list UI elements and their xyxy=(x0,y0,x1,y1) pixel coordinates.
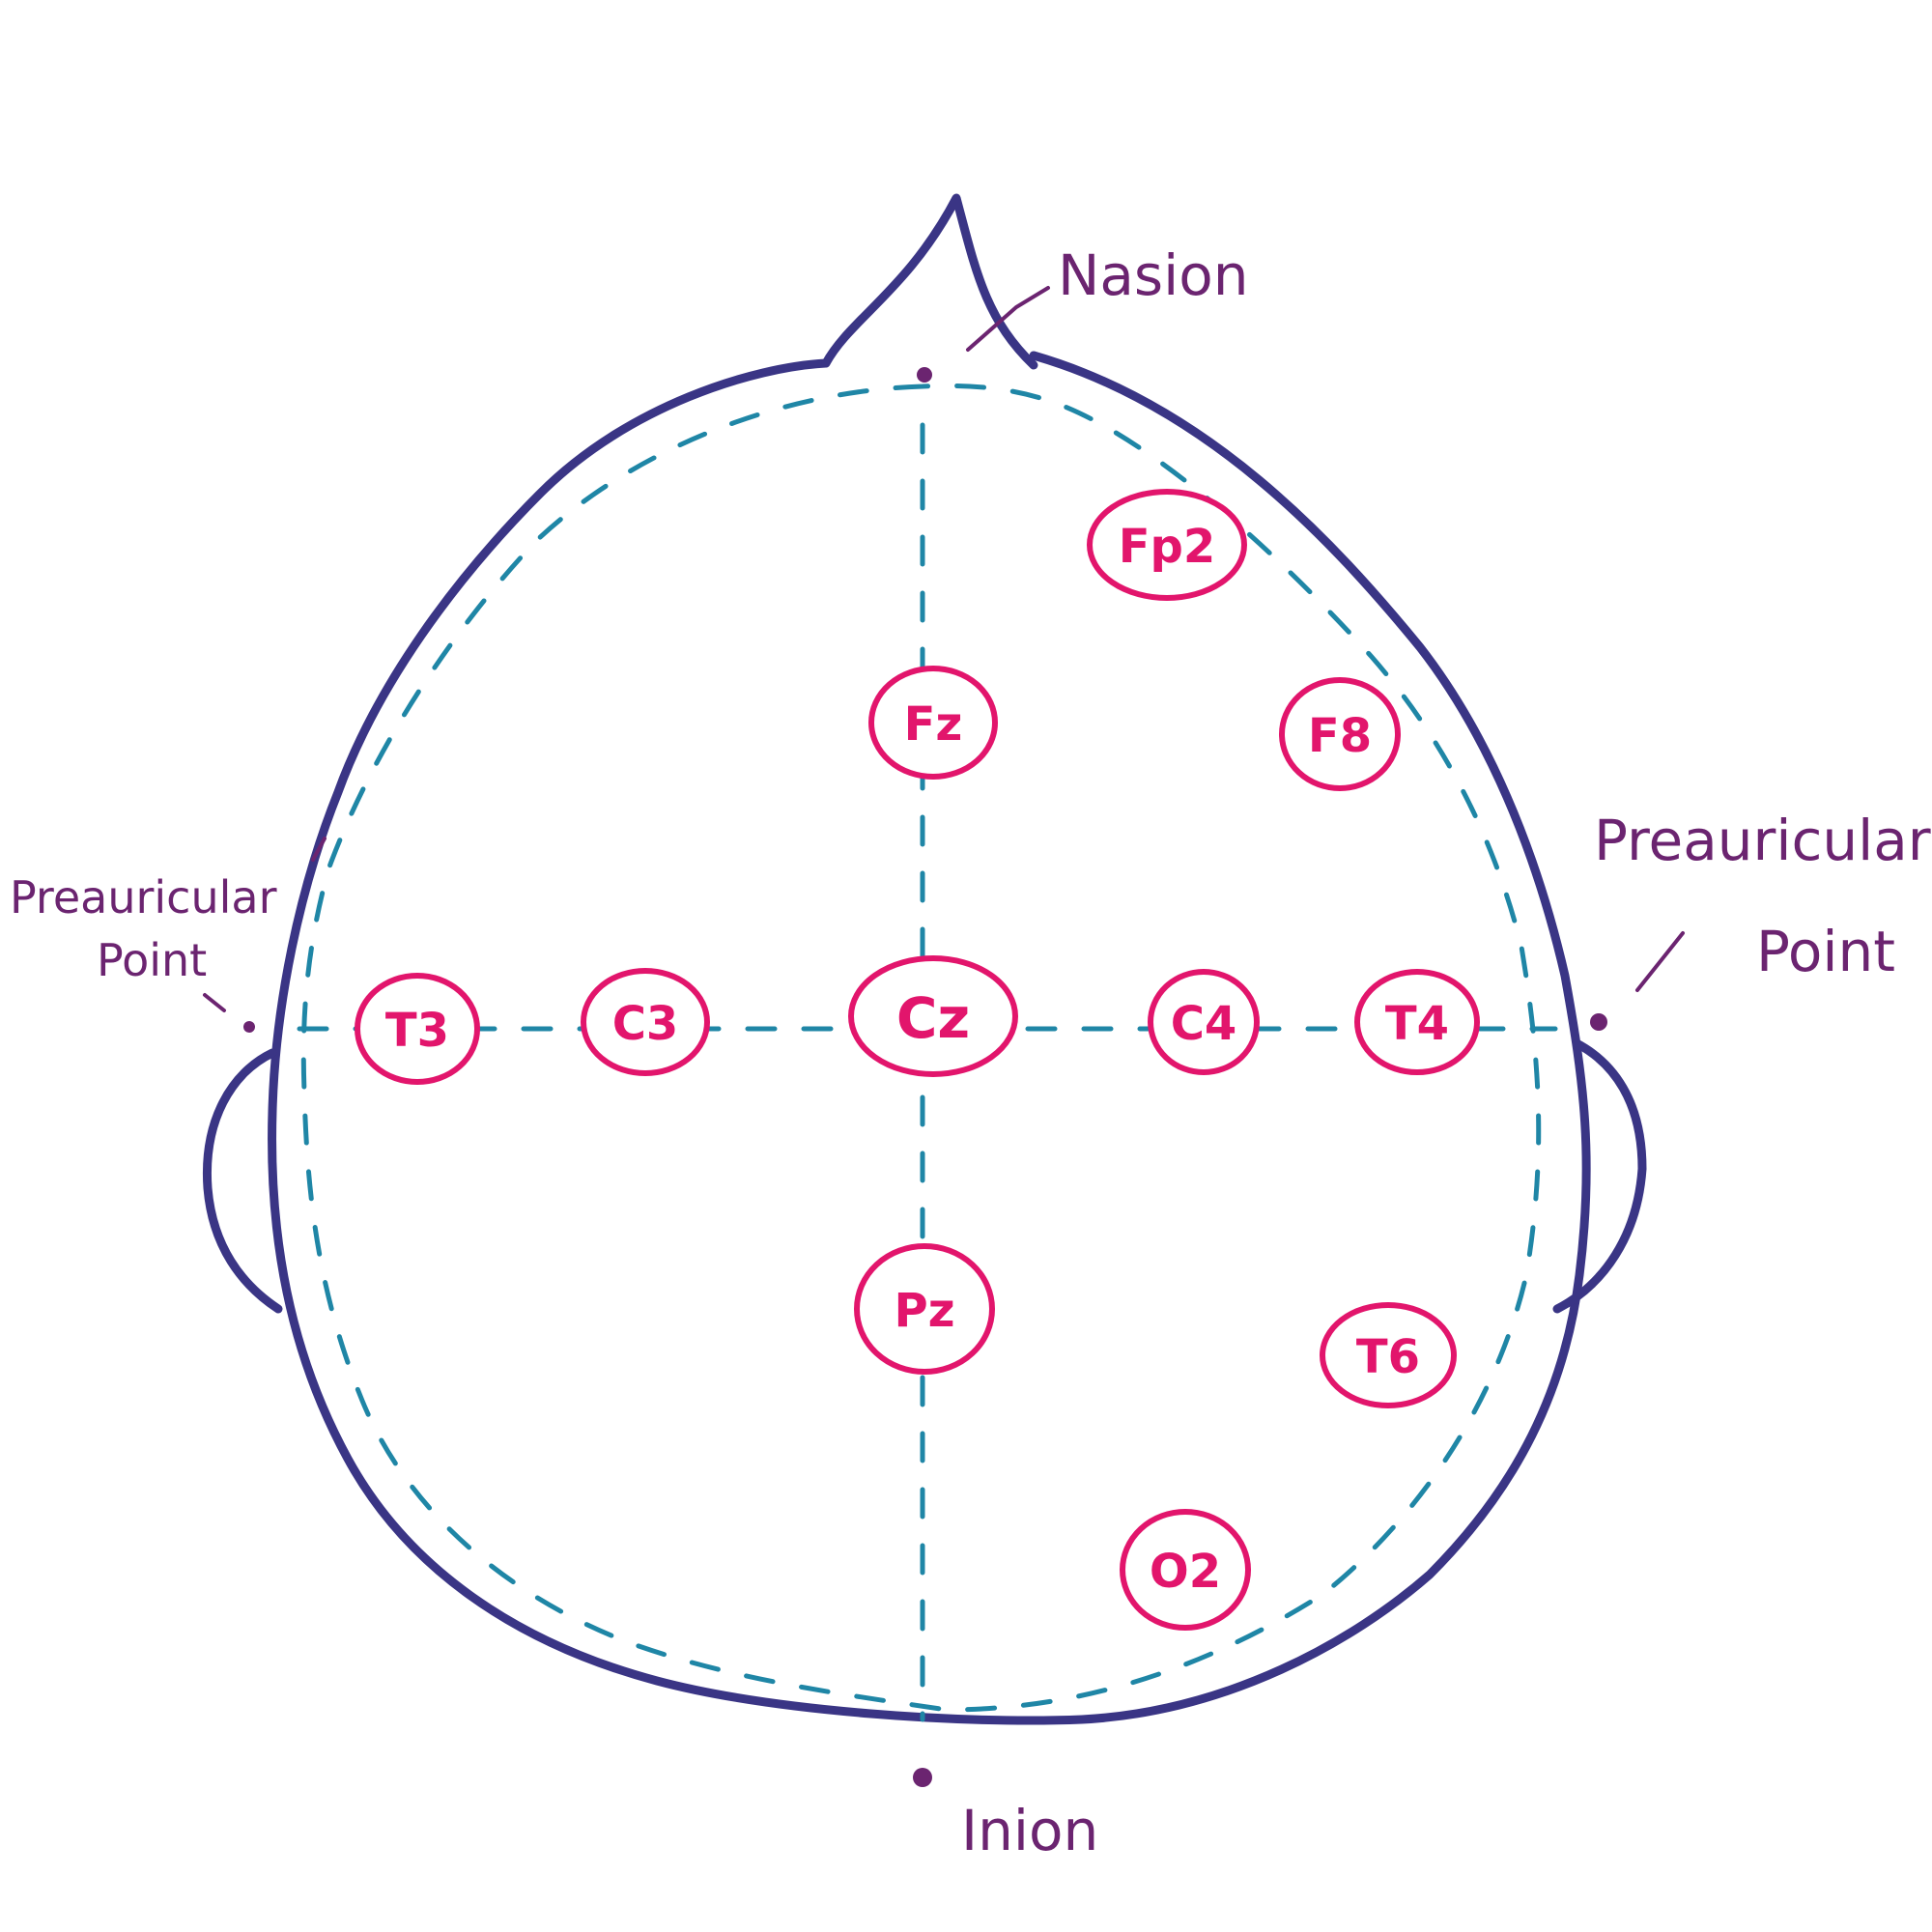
electrode-label: C4 xyxy=(1171,997,1237,1051)
head-outline xyxy=(268,351,1591,1725)
electrode-fp2: Fp2 xyxy=(1087,489,1247,601)
electrode-fz: Fz xyxy=(868,666,998,780)
left-preauricular-label-line2: Point xyxy=(97,934,207,986)
electrode-label: T4 xyxy=(1385,997,1449,1051)
electrode-t3: T3 xyxy=(355,973,480,1085)
nose xyxy=(821,193,1038,370)
left-preauricular-dot xyxy=(243,1021,255,1033)
circumference-guide xyxy=(300,383,1542,1713)
left-preauricular-label-line1: Preauricular xyxy=(10,871,277,923)
electrode-cz: Cz xyxy=(848,955,1018,1077)
electrode-label: C3 xyxy=(612,997,679,1051)
right-preauricular-label-line2: Point xyxy=(1756,919,1895,984)
electrode-label: T6 xyxy=(1356,1330,1420,1384)
electrode-label: Pz xyxy=(894,1284,954,1338)
nasion-label: Nasion xyxy=(1058,242,1249,308)
electrode-t6: T6 xyxy=(1320,1302,1457,1408)
electrode-f8: F8 xyxy=(1279,677,1401,791)
electrode-t4: T4 xyxy=(1354,969,1480,1075)
electrode-label: F8 xyxy=(1308,709,1372,763)
electrode-label: Fp2 xyxy=(1119,520,1216,574)
right-preauricular-label-line1: Preauricular xyxy=(1594,808,1931,873)
electrode-label: O2 xyxy=(1150,1545,1221,1599)
electrode-label: Fz xyxy=(904,697,963,752)
inion-dot xyxy=(913,1768,932,1787)
right-ear xyxy=(1552,1038,1647,1314)
right-preauricular-leader xyxy=(1635,931,1685,992)
electrode-label: Cz xyxy=(896,985,970,1051)
left-preauricular-leader-tail xyxy=(311,837,327,862)
left-ear xyxy=(202,1048,283,1314)
electrode-pz: Pz xyxy=(854,1243,995,1375)
electrode-c3: C3 xyxy=(581,968,710,1076)
electrode-c4: C4 xyxy=(1148,969,1260,1075)
right-preauricular-dot xyxy=(1590,1013,1607,1031)
electrode-label: T3 xyxy=(385,1004,449,1058)
inion-label: Inion xyxy=(961,1798,1098,1863)
nasion-dot xyxy=(917,367,932,383)
nasion-leader xyxy=(966,286,1050,352)
electrode-o2: O2 xyxy=(1120,1509,1251,1631)
left-preauricular-leader xyxy=(203,993,226,1012)
